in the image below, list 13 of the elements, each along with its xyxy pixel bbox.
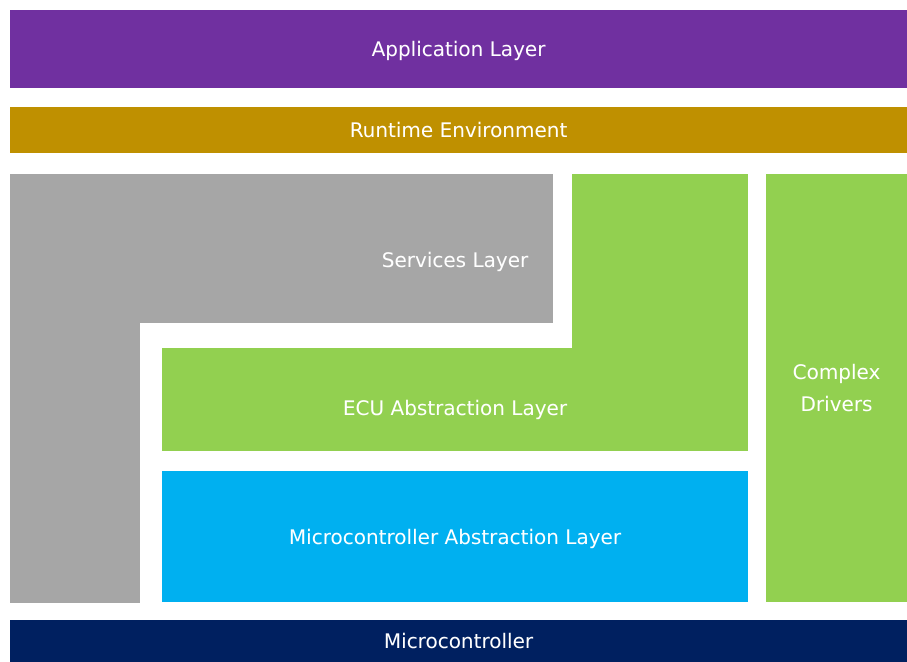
layer-label: Runtime Environment	[348, 117, 568, 144]
layer-band	[10, 107, 907, 153]
layer-band	[10, 620, 907, 662]
layer-label: Complex Drivers	[792, 359, 882, 418]
layer-label: Services Layer	[380, 247, 530, 274]
layer-label: ECU Abstraction Layer	[342, 395, 568, 422]
layer-block	[162, 471, 748, 602]
layer-label: Application Layer	[370, 36, 546, 63]
layer-band	[10, 10, 907, 88]
layer-label: Microcontroller	[382, 628, 534, 655]
layer-label: Microcontroller Abstraction Layer	[288, 524, 622, 550]
layer-block	[162, 174, 748, 451]
layer-block	[766, 174, 907, 602]
